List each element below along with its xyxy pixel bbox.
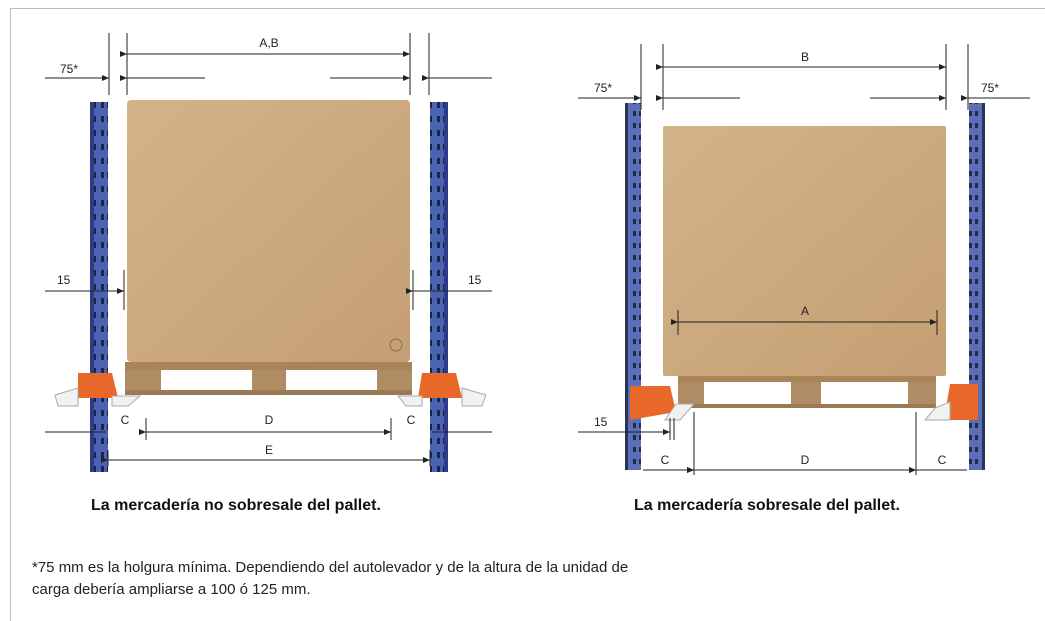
left-dim-c-right: C bbox=[407, 413, 416, 427]
right-dim-75-left: 75* bbox=[594, 81, 612, 95]
frame-border-left bbox=[10, 8, 11, 621]
left-dim-15-right: 15 bbox=[468, 273, 482, 287]
right-upright-left-edge bbox=[625, 103, 628, 470]
right-load-box bbox=[663, 126, 946, 376]
left-bracket-left bbox=[54, 373, 142, 407]
left-dim-c-left: C bbox=[121, 413, 130, 427]
footnote-line-2: carga debería ampliarse a 100 ó 125 mm. bbox=[32, 581, 311, 598]
left-bracket-right bbox=[396, 373, 487, 407]
left-upright-right-edge bbox=[444, 102, 448, 472]
right-bracket-left bbox=[630, 386, 696, 421]
recycle-icon bbox=[389, 338, 403, 352]
right-dim-15: 15 bbox=[594, 415, 608, 429]
left-dim-15-left: 15 bbox=[57, 273, 71, 287]
left-dimension-lines bbox=[45, 33, 492, 466]
right-dim-c-left: C bbox=[661, 453, 670, 467]
footnote-line-1: *75 mm es la holgura mínima. Dependiendo… bbox=[32, 559, 629, 576]
right-bracket-right bbox=[923, 384, 978, 421]
right-dim-a: A bbox=[801, 304, 809, 318]
frame-border-top bbox=[10, 8, 1045, 9]
left-upright-left-edge bbox=[90, 102, 94, 472]
right-dim-c-right: C bbox=[938, 453, 947, 467]
right-upright-right-edge bbox=[982, 103, 985, 470]
footnote: *75 mm es la holgura mínima. Dependiendo… bbox=[32, 557, 872, 601]
left-figure: A,B 75* 15 15 C C D E bbox=[45, 33, 492, 472]
right-dim-75-right: 75* bbox=[981, 81, 999, 95]
left-caption: La mercadería no sobresale del pallet. bbox=[91, 497, 381, 514]
right-pallet bbox=[678, 376, 936, 408]
right-dimension-lines bbox=[578, 44, 1030, 475]
right-dim-b: B bbox=[801, 50, 809, 64]
left-dim-ab: A,B bbox=[259, 36, 278, 50]
left-pallet bbox=[125, 362, 412, 395]
left-dim-e: E bbox=[265, 443, 273, 457]
right-upright-left bbox=[625, 103, 641, 470]
left-load-box bbox=[127, 100, 410, 362]
left-dim-75-left: 75* bbox=[60, 62, 78, 76]
right-figure: B 75* 75* A 15 C D C bbox=[578, 44, 1030, 475]
right-caption: La mercadería sobresale del pallet. bbox=[634, 497, 900, 514]
right-dim-d: D bbox=[801, 453, 810, 467]
right-upright-right bbox=[969, 103, 985, 470]
left-dim-d: D bbox=[265, 413, 274, 427]
